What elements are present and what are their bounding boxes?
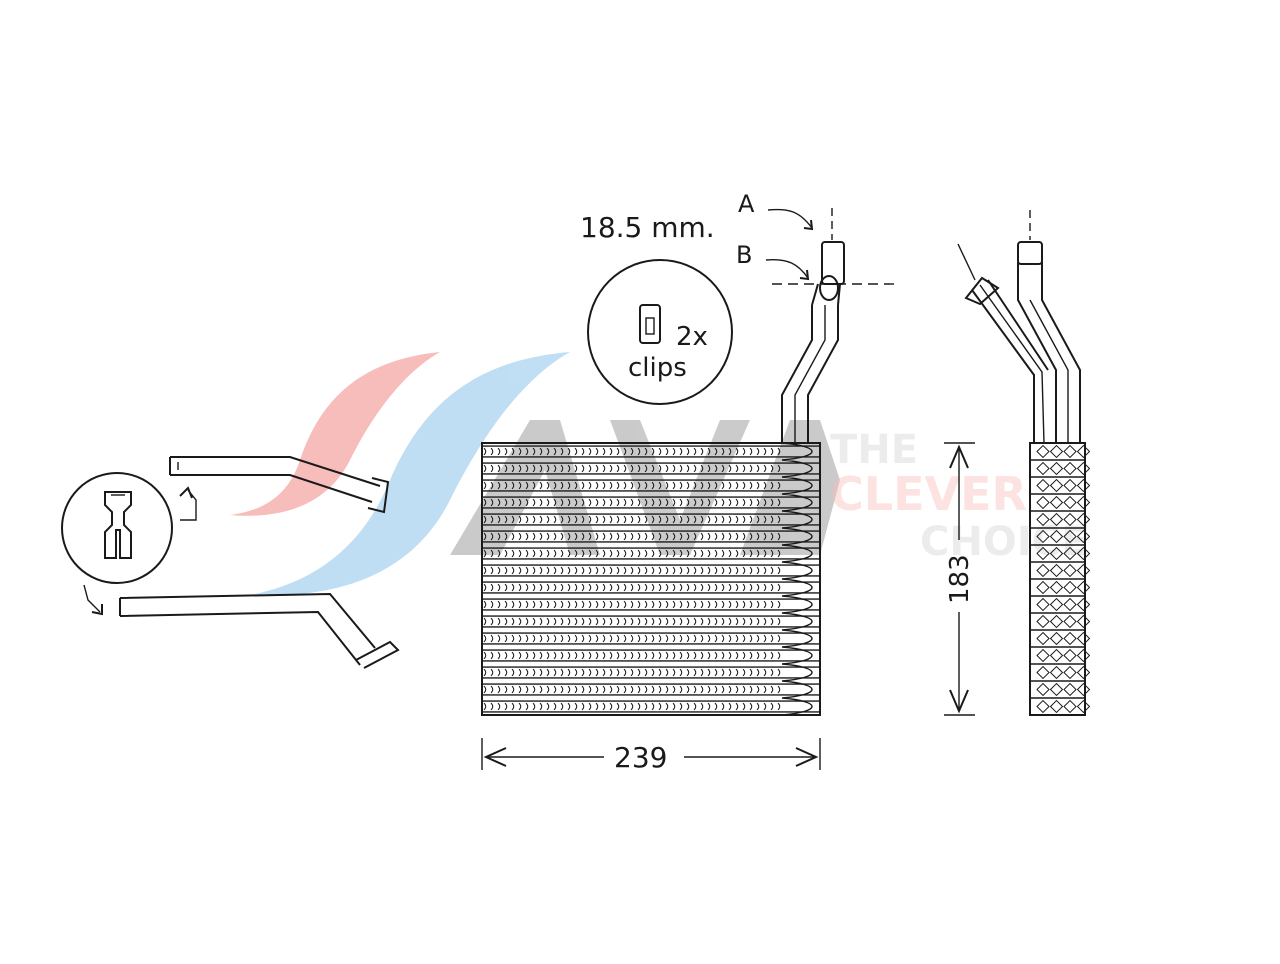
core-fin-rows: [482, 445, 820, 713]
side-cell-row: [1030, 561, 1091, 578]
core-fin-row: [482, 683, 820, 696]
core-right-edge: [781, 442, 813, 716]
side-cell-row: [1030, 527, 1091, 544]
side-cell-row: [1030, 646, 1091, 663]
side-cell-row: [1030, 612, 1091, 629]
width-dimension: 239: [481, 738, 821, 774]
side-cell-row: [1030, 544, 1091, 561]
clips-word-label: clips: [628, 353, 687, 383]
clip-detail-icon: [104, 491, 132, 559]
side-cell-row: [1030, 629, 1091, 646]
core-fin-row: [482, 581, 820, 594]
watermark-line-2: CLEVER: [830, 467, 1027, 521]
side-cell-row: [1030, 476, 1091, 493]
clip-icon: [639, 304, 661, 344]
watermark-line-1: THE: [830, 427, 918, 473]
outlet-pipe-front: [772, 208, 898, 443]
dimension-arrow-icon: [949, 689, 969, 714]
width-dimension-label: 239: [614, 741, 667, 774]
side-cell-row: [1030, 680, 1091, 697]
curved-arrow-icon: [180, 489, 197, 521]
core-fin-row: [482, 564, 820, 577]
side-cell-rows: [1030, 442, 1091, 714]
core-fin-row: [482, 445, 820, 458]
core-fin-row: [482, 666, 820, 679]
height-dimension-label: 183: [945, 554, 975, 604]
core-fin-row: [482, 598, 820, 611]
side-cell-row: [1030, 663, 1091, 680]
side-cell-row: [1030, 510, 1091, 527]
side-cell-row: [1030, 595, 1091, 612]
dimension-arrow-icon: [949, 444, 969, 469]
point-labels: A B 18.5 mm.: [580, 190, 814, 281]
dimension-arrow-icon: [483, 747, 507, 767]
side-cell-row: [1030, 493, 1091, 510]
core-fin-row: [482, 513, 820, 526]
label-point-b: B: [736, 241, 752, 269]
core-fin-row: [482, 547, 820, 560]
watermark-line-3: CHOICE: [920, 519, 1088, 565]
core-front-view: [481, 442, 821, 716]
side-cell-row: [1030, 459, 1091, 476]
core-fin-row: [482, 649, 820, 662]
side-cell-row: [1030, 442, 1091, 459]
curved-arrow-icon: [83, 584, 101, 613]
watermark-red-swoosh: [230, 352, 440, 516]
height-dimension: 183: [944, 442, 975, 716]
arrow-a-icon: [767, 208, 813, 229]
core-fin-row: [482, 496, 820, 509]
core-fin-row: [482, 632, 820, 645]
clips-count-label: 2x: [676, 322, 708, 352]
pipe-detail: [61, 456, 400, 669]
core-side-view: [957, 210, 1091, 716]
label-point-a: A: [738, 190, 755, 218]
core-fin-row: [482, 479, 820, 492]
core-fin-row: [482, 700, 820, 713]
pipe-diameter-label: 18.5 mm.: [580, 211, 715, 244]
clips-callout: 2x clips: [587, 259, 733, 405]
side-cell-row: [1030, 697, 1091, 714]
dimension-arrow-icon: [795, 747, 819, 767]
core-fin-row: [482, 615, 820, 628]
core-fin-row: [482, 530, 820, 543]
side-cell-row: [1030, 578, 1091, 595]
watermark-blue-swoosh: [250, 352, 570, 596]
core-fin-row: [482, 462, 820, 475]
arrow-b-icon: [765, 258, 809, 279]
